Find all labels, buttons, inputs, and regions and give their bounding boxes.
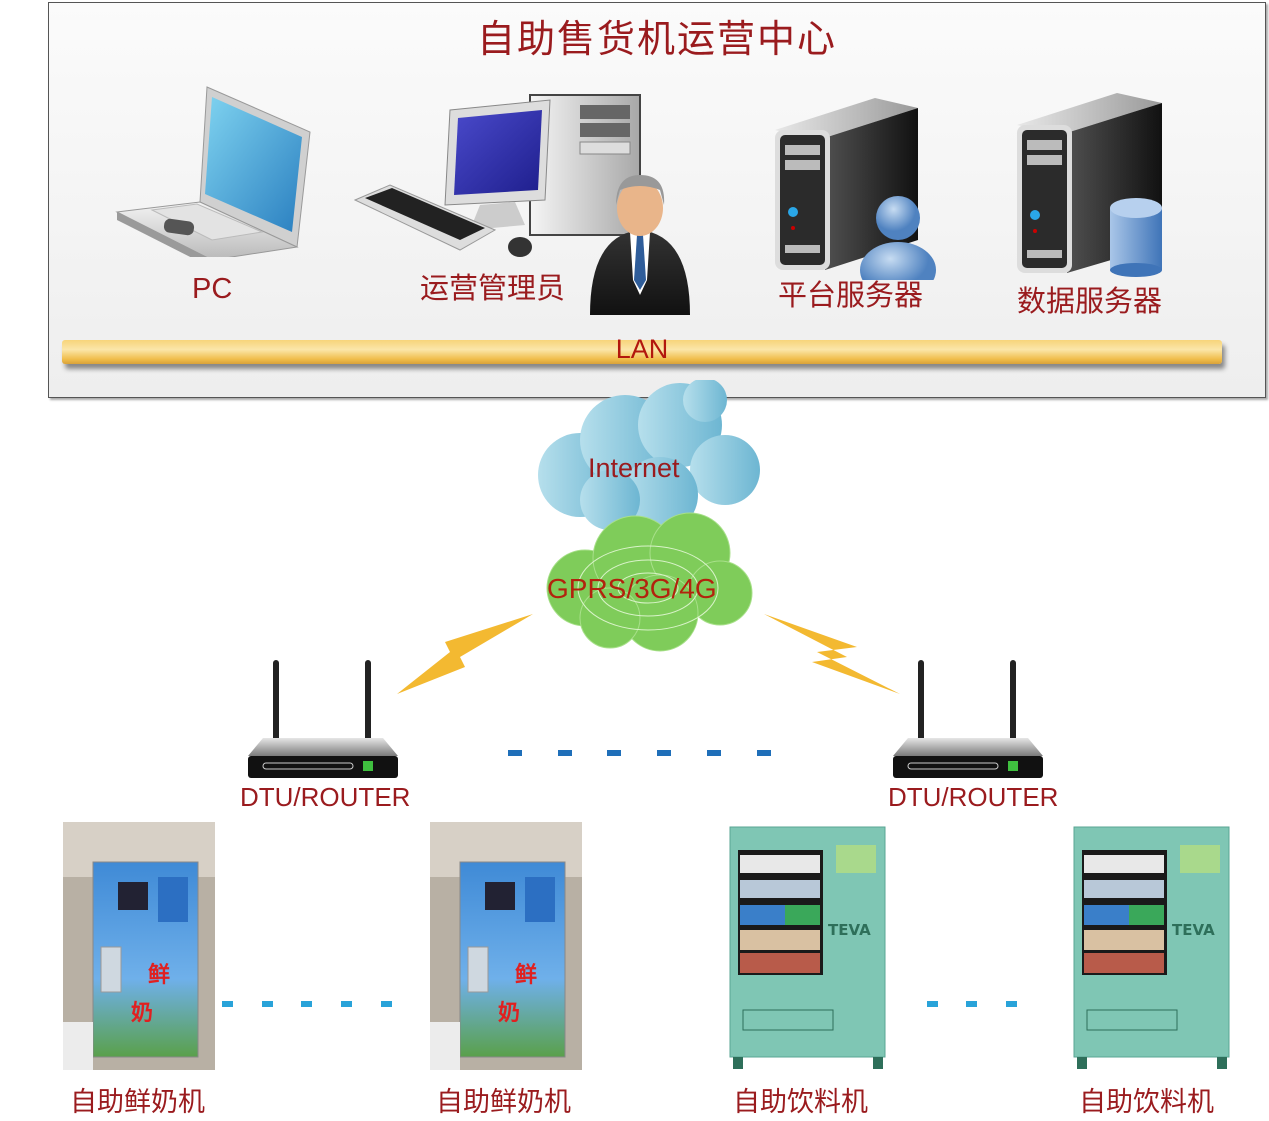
internet-cloud-icon [538,380,760,533]
diagram-title: 自助售货机运营中心 [476,17,837,61]
drink-vending-machine-image: TEVA [1073,826,1230,1069]
router-label-left: DTU/ROUTER [240,782,411,812]
platform-server-label: 平台服务器 [778,278,924,312]
router-icon [893,660,1043,778]
machine-label: 自助鲜奶机 [436,1087,571,1118]
router-label-right: DTU/ROUTER [888,782,1059,812]
machine-label: 自助饮料机 [1079,1087,1214,1118]
drink-vending-machine-image: TEVA [729,826,886,1069]
laptop-icon [115,86,311,257]
lightning-left-icon [397,614,533,694]
operator-label: 运营管理员 [420,271,566,305]
pc-label: PC [192,273,233,305]
svg-text:奶: 奶 [498,1000,520,1026]
internet-label: Internet [588,453,680,483]
milk-vending-machine-image: 鲜 奶 [63,822,215,1070]
lightning-right-icon [764,614,900,694]
svg-text:奶: 奶 [131,1000,153,1026]
svg-text:鲜: 鲜 [148,963,170,988]
svg-text:TEVA: TEVA [828,921,871,939]
server-user-icon [775,98,936,280]
mobile-network-cloud-icon [546,512,753,652]
data-server-label: 数据服务器 [1017,284,1163,318]
machine-label: 自助鲜奶机 [70,1087,205,1118]
svg-text:鲜: 鲜 [515,963,537,988]
svg-text:TEVA: TEVA [1172,921,1215,939]
router-icon [248,660,398,778]
machine-label: 自助饮料机 [733,1087,868,1118]
mobile-network-label: GPRS/3G/4G [547,573,717,604]
desktop-computer-with-person-icon [353,94,690,315]
milk-vending-machine-image: 鲜 奶 [430,822,582,1070]
lan-label: LAN [615,334,669,364]
lan-bus [62,340,1222,364]
server-database-icon [1017,93,1162,277]
